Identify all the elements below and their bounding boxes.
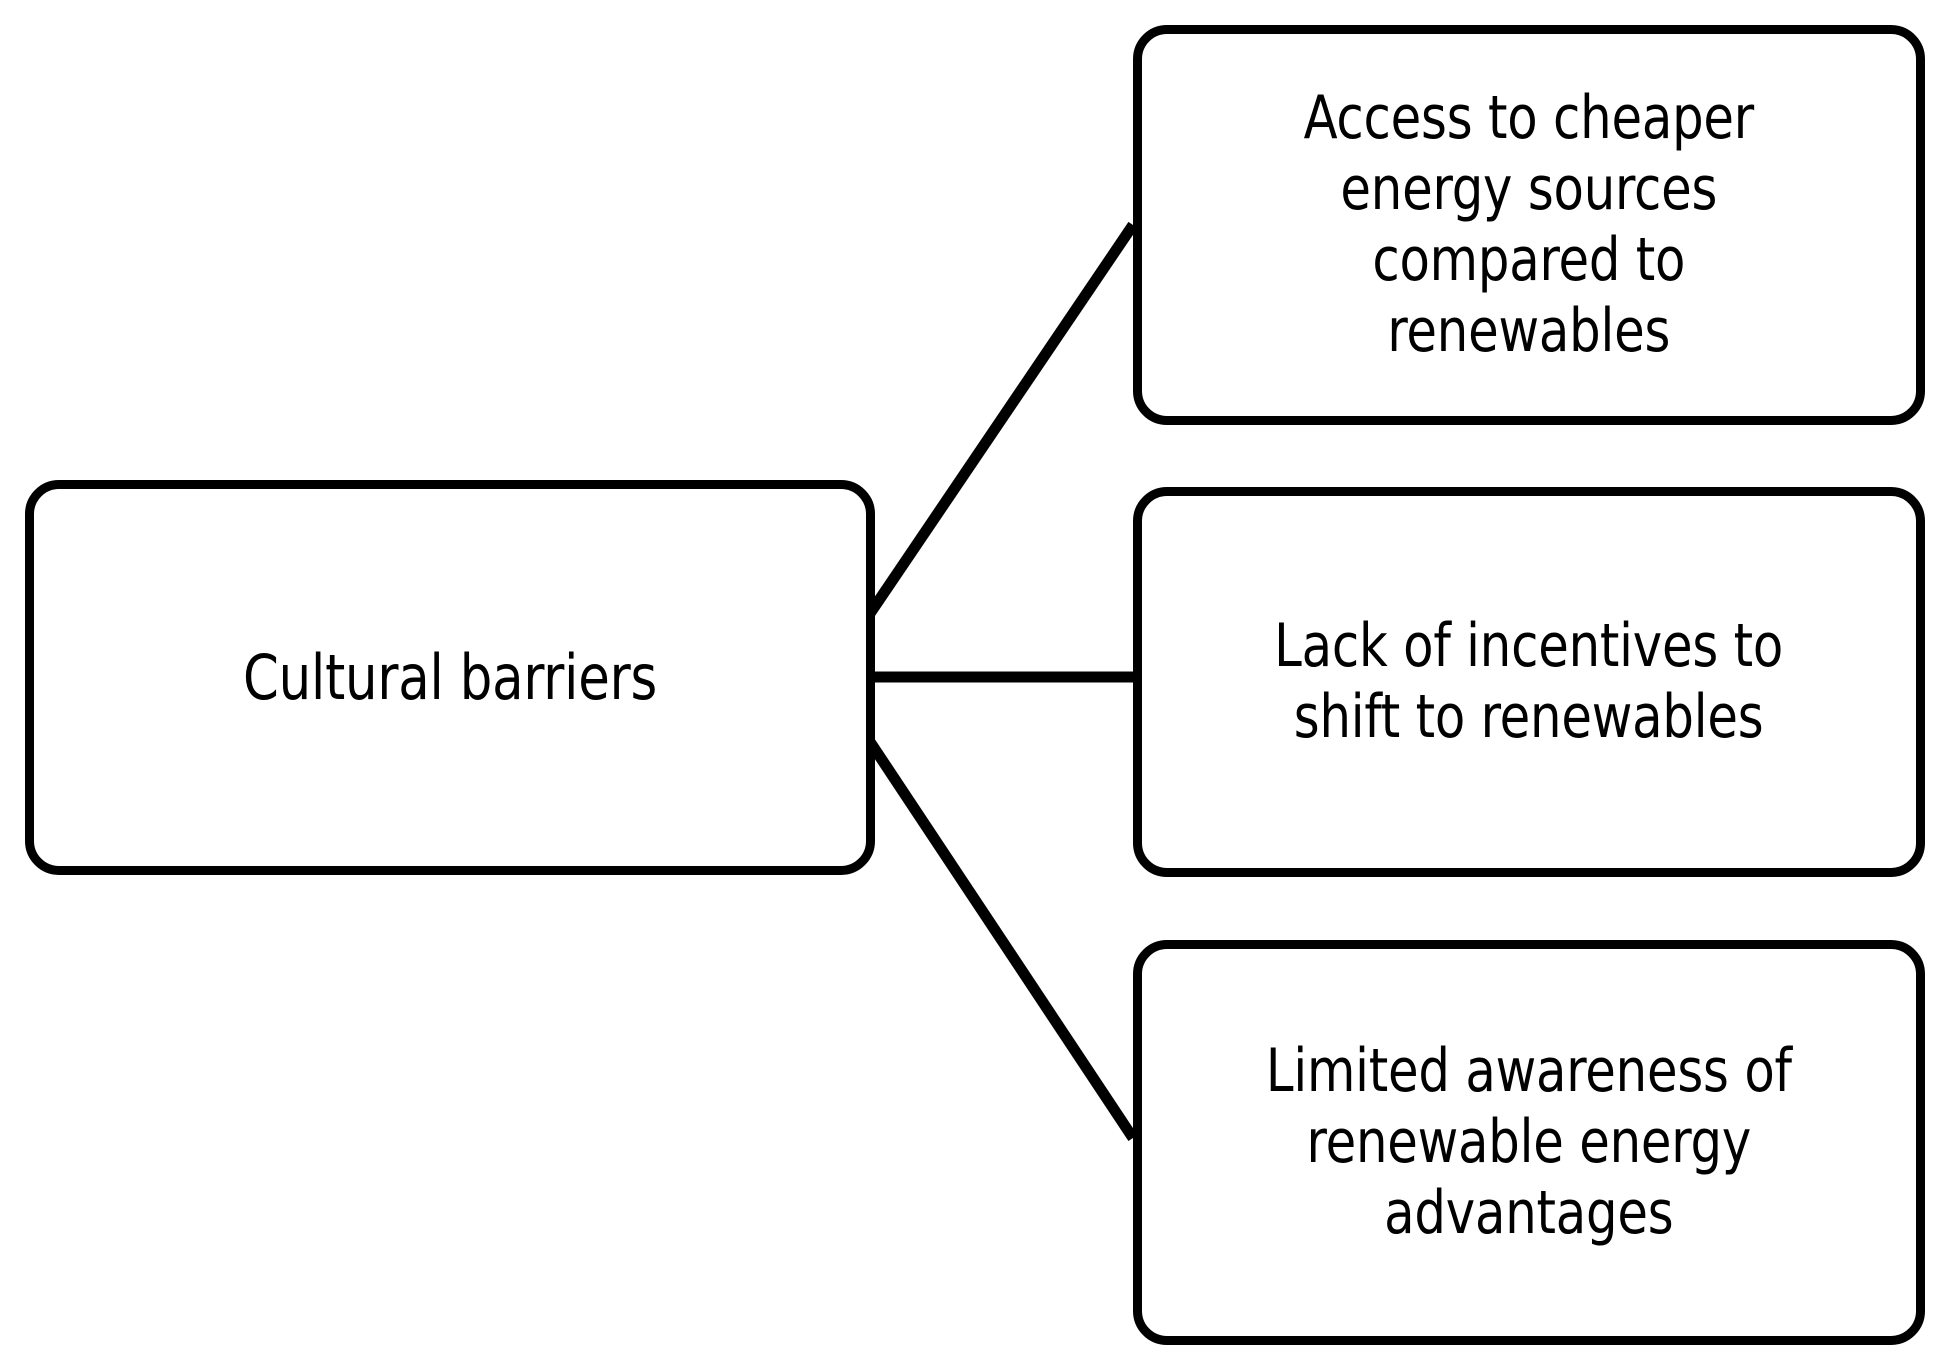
- node-access-to-cheaper-energy-sources[interactable]: Access to cheaper energy sources compare…: [1133, 25, 1925, 425]
- node-limited-awareness[interactable]: Limited awareness of renewable energy ad…: [1133, 940, 1925, 1345]
- node-branch-2-label: Limited awareness of renewable energy ad…: [1266, 1036, 1792, 1248]
- connector-root-to-branch-2: [822, 673, 1138, 1142]
- connector-root-to-branch-0: [822, 221, 1138, 681]
- node-lack-of-incentives[interactable]: Lack of incentives to shift to renewable…: [1133, 487, 1925, 877]
- node-branch-0-label: Access to cheaper energy sources compare…: [1303, 83, 1755, 366]
- node-root-label: Cultural barriers: [242, 640, 658, 714]
- node-branch-1-label: Lack of incentives to shift to renewable…: [1274, 611, 1784, 752]
- node-cultural-barriers[interactable]: Cultural barriers: [25, 480, 875, 875]
